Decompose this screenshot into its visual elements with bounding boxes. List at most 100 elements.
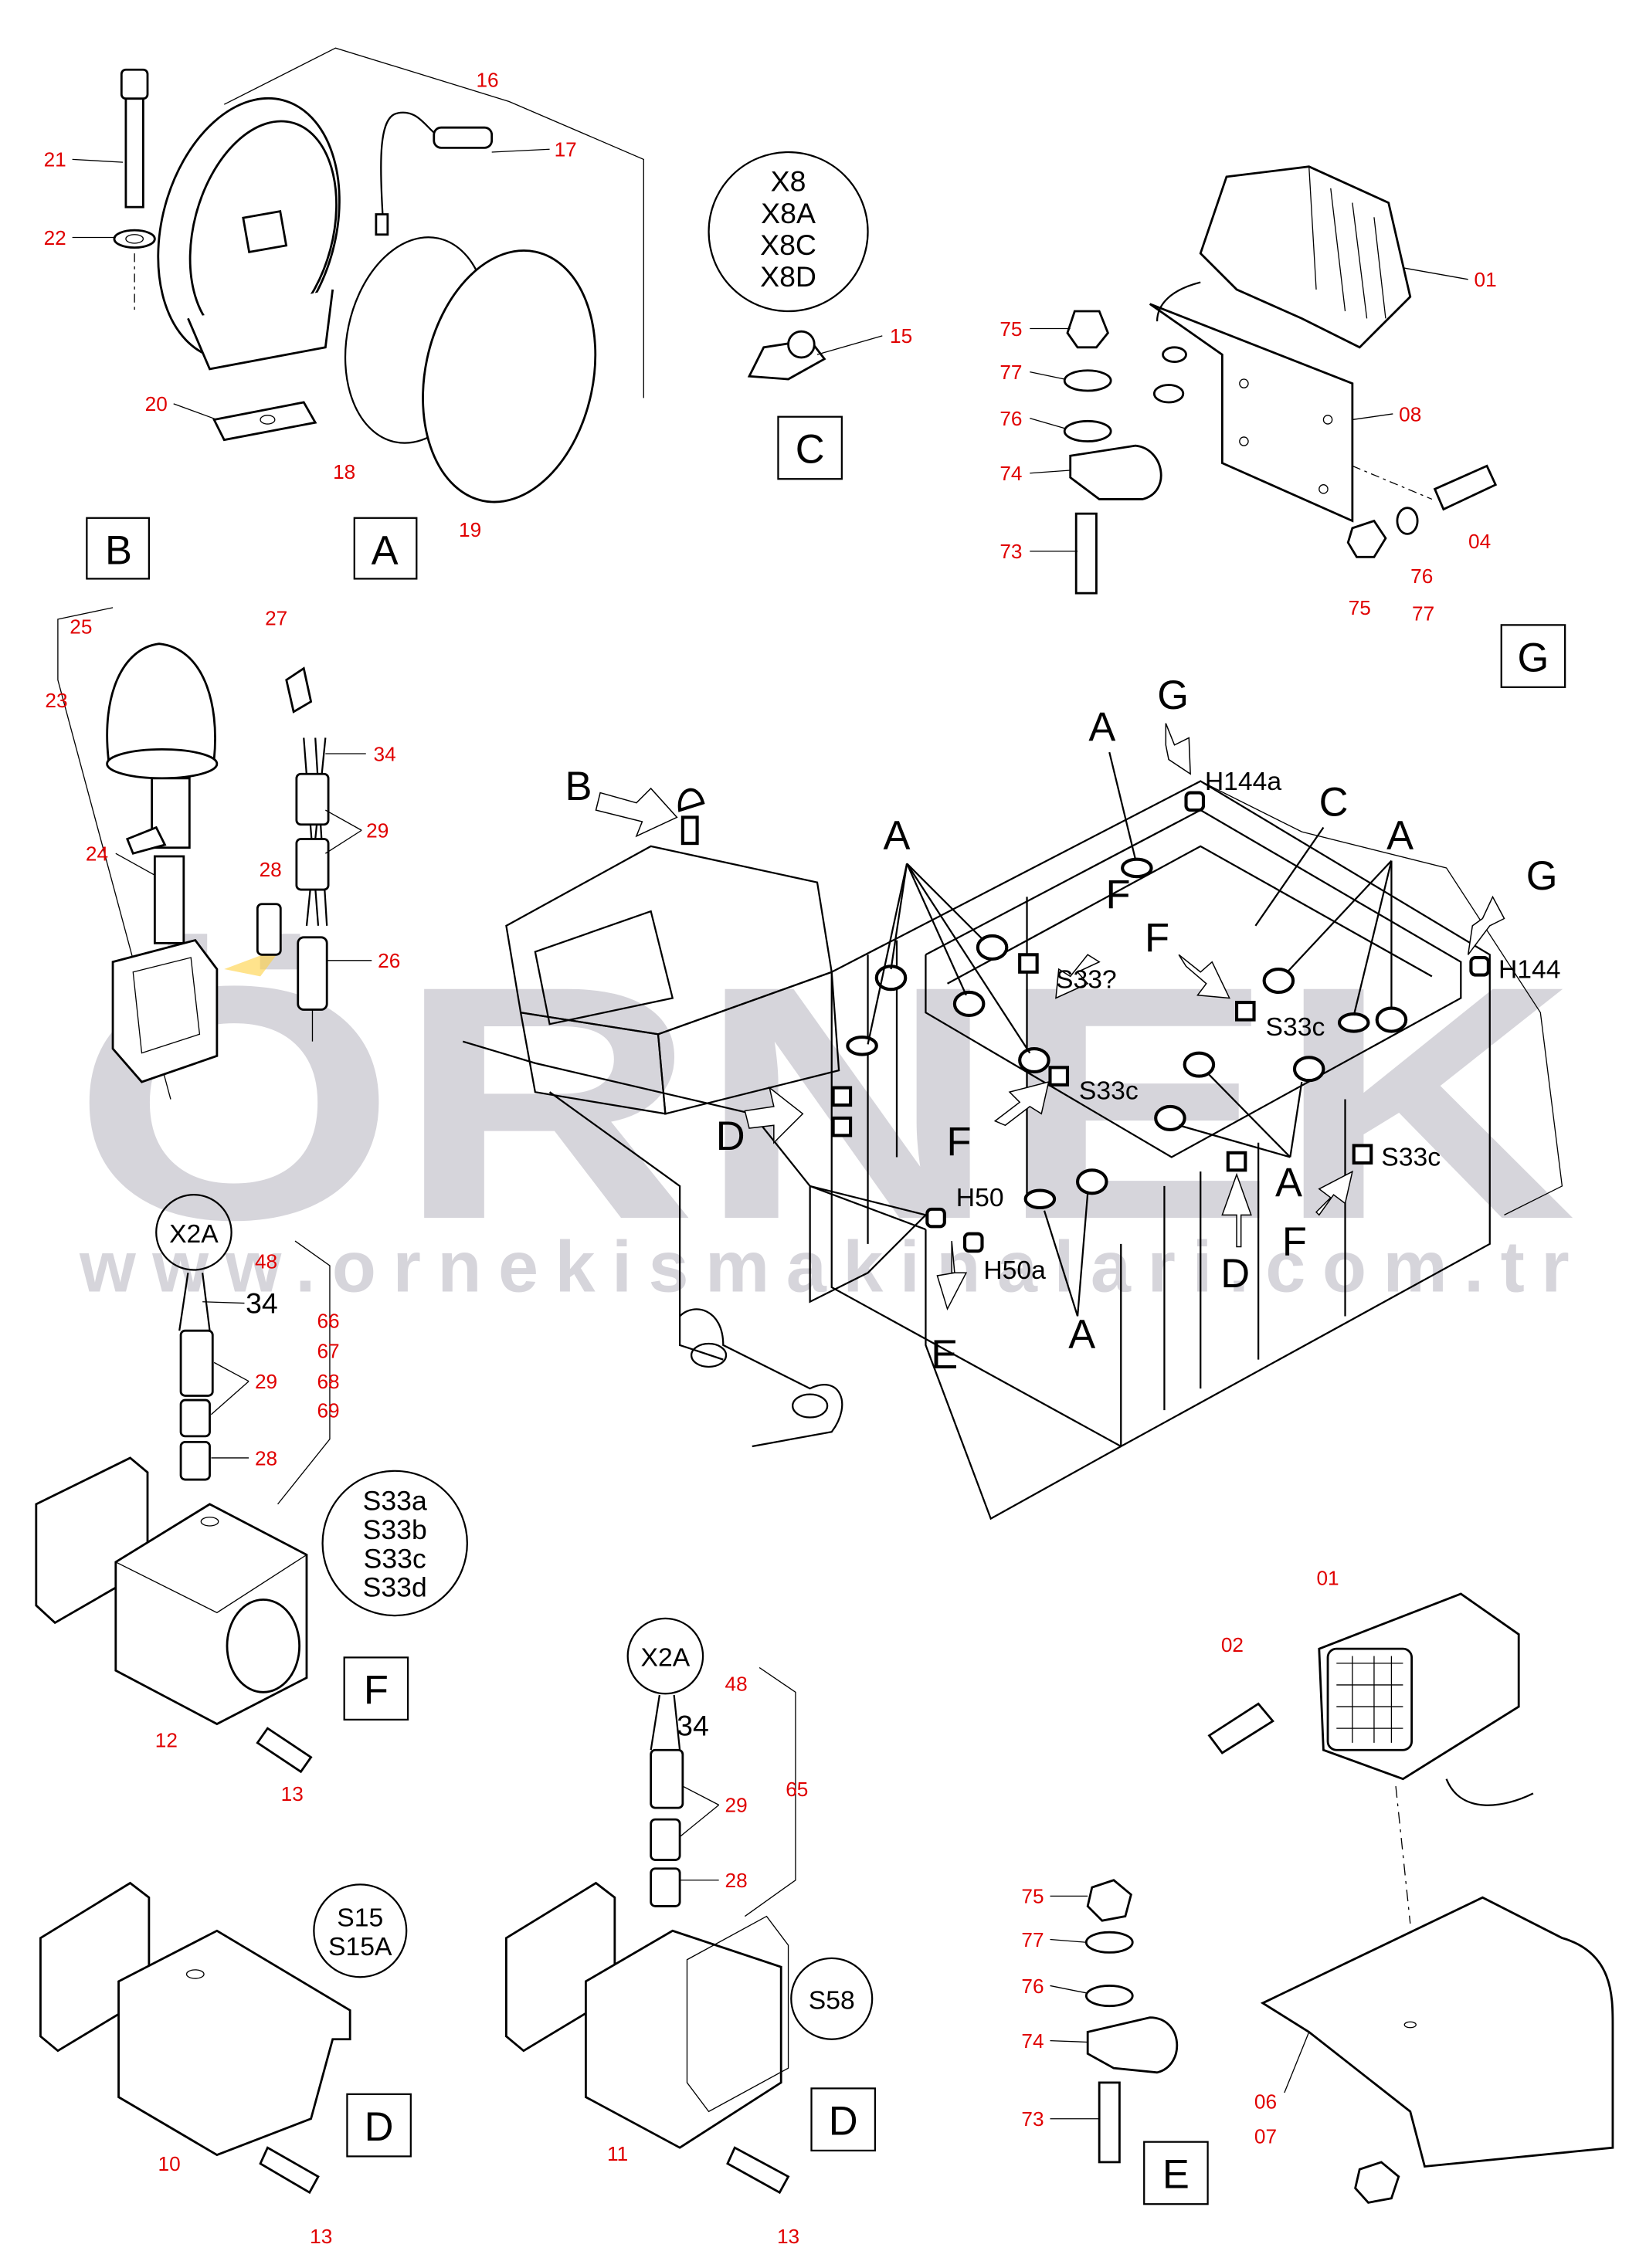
ref-f-4: F [1282, 1220, 1307, 1265]
part-16: 16 [476, 69, 498, 92]
connector-label-circle [708, 151, 869, 313]
ref-a-4: A [1275, 1161, 1302, 1205]
part-15: 15 [890, 324, 912, 347]
part-77-e: 77 [1021, 1928, 1044, 1951]
part-74-e: 74 [1021, 2029, 1044, 2053]
part-75: 75 [999, 317, 1022, 341]
part-73: 73 [999, 540, 1022, 563]
part-34-d: 34 [677, 1709, 709, 1741]
view-a-work-lamp [113, 47, 644, 503]
part-48: 48 [255, 1250, 277, 1273]
label-h144a: H144a [1205, 767, 1282, 796]
part-13-d2: 13 [777, 2225, 799, 2248]
label-s33q: S33? [1056, 964, 1117, 994]
part-67: 67 [317, 1340, 339, 1363]
switch-s33c: S33c [364, 1543, 426, 1574]
ref-a-3: A [884, 814, 911, 859]
connector-x8: X8 [771, 165, 806, 198]
switch-s15a: S15A [328, 1932, 392, 1961]
part-18: 18 [333, 460, 355, 483]
label-h144: H144 [1498, 954, 1561, 984]
part-28-d: 28 [725, 1869, 748, 1892]
part-34: 34 [374, 742, 396, 765]
label-h50a: H50a [983, 1256, 1046, 1285]
part-10: 10 [158, 2152, 181, 2175]
part-26: 26 [378, 949, 400, 972]
part-22: 22 [44, 226, 66, 249]
part-76-e: 76 [1021, 1975, 1044, 1998]
machine-frame [462, 780, 1563, 1520]
part-04: 04 [1468, 530, 1491, 553]
part-28-f: 28 [255, 1446, 277, 1470]
part-69: 69 [317, 1399, 339, 1422]
part-08: 08 [1399, 402, 1421, 425]
part-29-d: 29 [725, 1794, 748, 1817]
part-19: 19 [459, 518, 481, 541]
connector-x2a-2: X2A [641, 1643, 691, 1673]
view-label-a: A [372, 529, 399, 574]
part-07: 07 [1254, 2125, 1277, 2148]
ref-b: B [565, 764, 592, 809]
view-label-d: D [365, 2105, 394, 2150]
part-24: 24 [86, 842, 108, 866]
part-27: 27 [265, 606, 287, 629]
ref-c: C [1319, 781, 1349, 825]
watermark: ÖRNEK www.ornekismakinalari.com.tr [73, 917, 1576, 1307]
part-17: 17 [555, 138, 577, 161]
connector-x8d: X8D [760, 260, 816, 293]
switch-s33a: S33a [363, 1485, 427, 1516]
part-01: 01 [1475, 268, 1497, 291]
leader-lines [72, 148, 1468, 2120]
part-73-e: 73 [1021, 2107, 1044, 2131]
part-25: 25 [70, 615, 92, 639]
view-label-g: G [1518, 636, 1549, 680]
view-g-lamp [1063, 165, 1498, 595]
ref-e: E [931, 1333, 958, 1378]
ref-a-1: A [1088, 705, 1115, 750]
part-66: 66 [317, 1309, 339, 1332]
part-75-e: 75 [1021, 1885, 1044, 1908]
switch-s33b: S33b [363, 1514, 427, 1545]
connector-x8c: X8C [760, 229, 816, 261]
part-75-g: 75 [1349, 596, 1371, 619]
part-12: 12 [155, 1728, 178, 1751]
connector-x2a: X2A [169, 1219, 219, 1249]
part-29: 29 [366, 819, 389, 842]
ref-d-2: D [1220, 1252, 1250, 1297]
view-label-b: B [105, 529, 132, 574]
label-h50: H50 [956, 1183, 1004, 1212]
label-s33c-1: S33c [1266, 1012, 1325, 1042]
part-34-f: 34 [246, 1287, 278, 1320]
part-01-r: 01 [1316, 1567, 1339, 1590]
view-label-d-2: D [829, 2099, 858, 2144]
part-numbers: 16 21 17 22 20 18 19 15 01 75 77 76 08 7… [44, 69, 1497, 2248]
ref-f-3: F [947, 1120, 972, 1165]
ref-a-2: A [1386, 814, 1414, 859]
part-02: 02 [1221, 1633, 1244, 1656]
part-77: 77 [999, 361, 1022, 384]
part-29-f: 29 [255, 1370, 277, 1393]
part-13-d: 13 [310, 2225, 332, 2248]
ref-f-1: F [1105, 873, 1130, 917]
part-28: 28 [260, 858, 282, 881]
switch-s58: S58 [809, 1985, 855, 2015]
label-s33c-3: S33c [1381, 1143, 1441, 1172]
machine-lamps [595, 723, 1505, 1317]
view-e-fasteners [1084, 1879, 1178, 2164]
view-d-s15: S15 S15A [39, 1881, 408, 2195]
part-20: 20 [145, 392, 168, 415]
label-s33c-2: S33c [1079, 1076, 1139, 1106]
switch-s15: S15 [337, 1904, 383, 1933]
ref-f-2: F [1145, 917, 1169, 961]
view-label-e: E [1162, 2153, 1190, 2198]
ref-g-1: G [1157, 673, 1189, 718]
part-76-g: 76 [1410, 564, 1433, 588]
machine-callouts: B A G H144a C A G H144 A F F S33? S33c S… [565, 673, 1561, 1378]
view-c: X8 X8A X8C X8D [708, 151, 869, 381]
part-06: 06 [1254, 2090, 1277, 2114]
part-65: 65 [786, 1778, 808, 1801]
ref-a-5: A [1068, 1313, 1095, 1358]
connector-x8a: X8A [761, 197, 816, 229]
part-48-d: 48 [725, 1672, 748, 1695]
